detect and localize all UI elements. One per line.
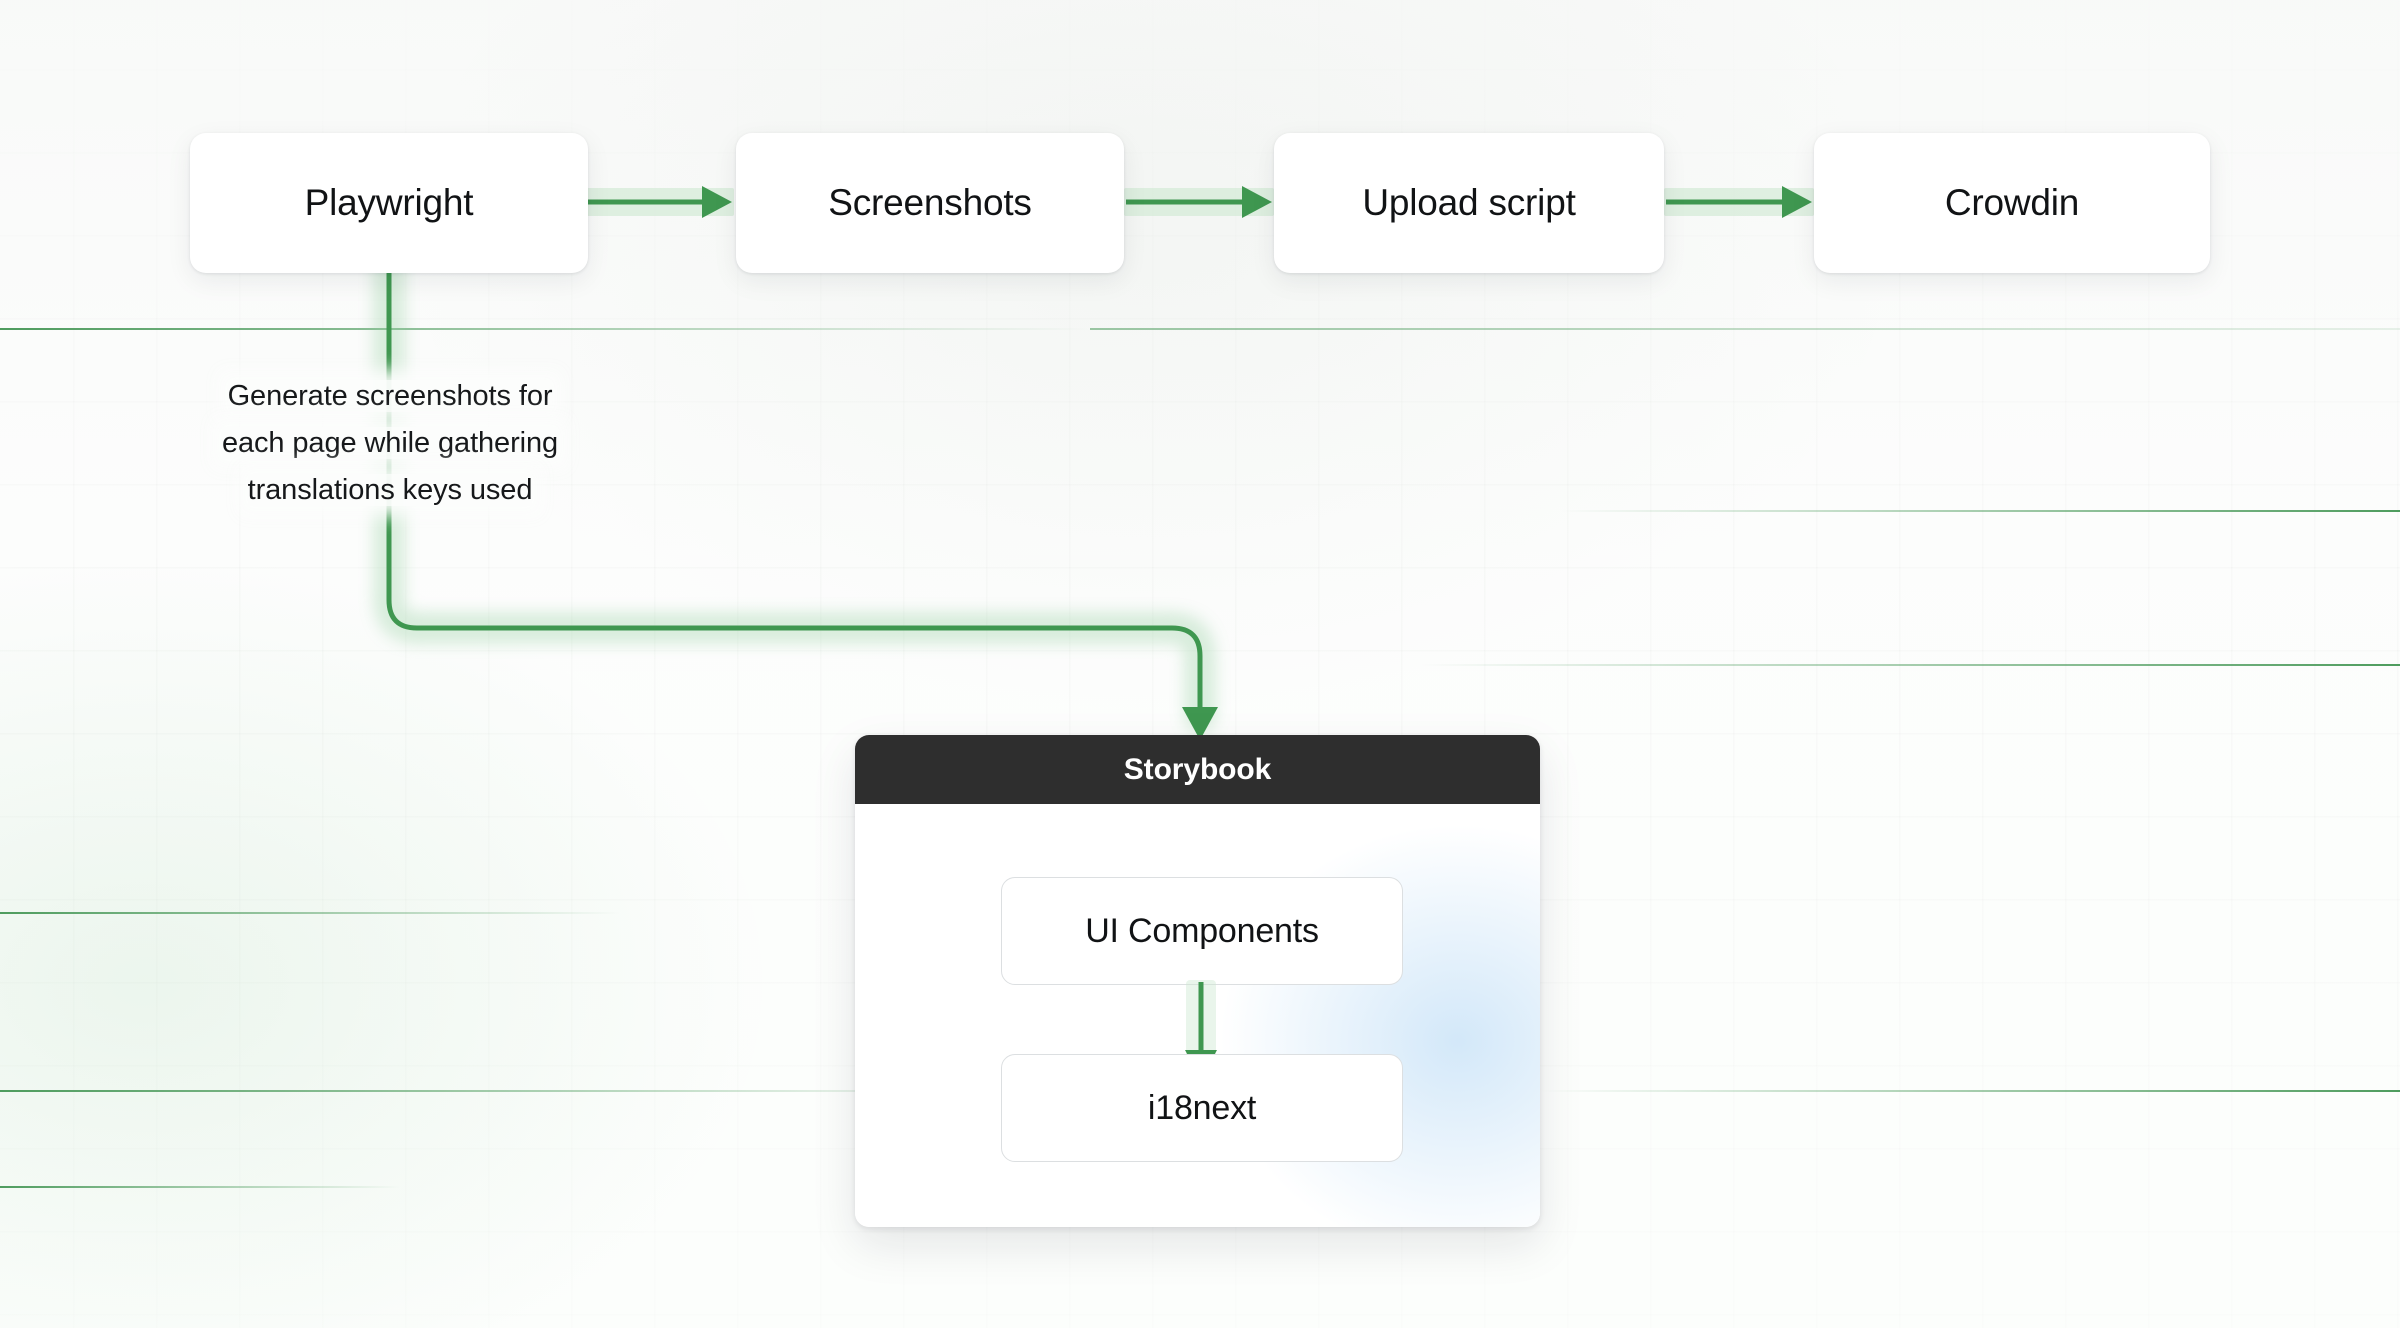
node-screenshots[interactable]: Screenshots	[736, 133, 1124, 273]
branch-caption: Generate screenshots for each page while…	[140, 373, 640, 514]
node-playwright[interactable]: Playwright	[190, 133, 588, 273]
node-ui-components-label: UI Components	[1085, 911, 1319, 950]
node-upload-script[interactable]: Upload script	[1274, 133, 1664, 273]
node-playwright-label: Playwright	[304, 182, 474, 223]
branch-caption-line: Generate screenshots for	[227, 380, 553, 412]
storybook-panel[interactable]: Storybook UI Components i18next	[855, 735, 1540, 1227]
node-screenshots-label: Screenshots	[828, 182, 1032, 223]
storybook-panel-header: Storybook	[855, 735, 1540, 804]
node-ui-components[interactable]: UI Components	[1001, 877, 1403, 985]
storybook-panel-title: Storybook	[1123, 752, 1272, 786]
node-crowdin-label: Crowdin	[1944, 182, 2080, 223]
branch-caption-line: each page while gathering	[221, 427, 559, 459]
node-upload-script-label: Upload script	[1362, 182, 1576, 223]
branch-caption-line: translations keys used	[247, 474, 533, 506]
node-i18next[interactable]: i18next	[1001, 1054, 1403, 1162]
node-crowdin[interactable]: Crowdin	[1814, 133, 2210, 273]
storybook-panel-body: UI Components i18next	[855, 804, 1540, 1227]
node-i18next-label: i18next	[1147, 1088, 1257, 1127]
